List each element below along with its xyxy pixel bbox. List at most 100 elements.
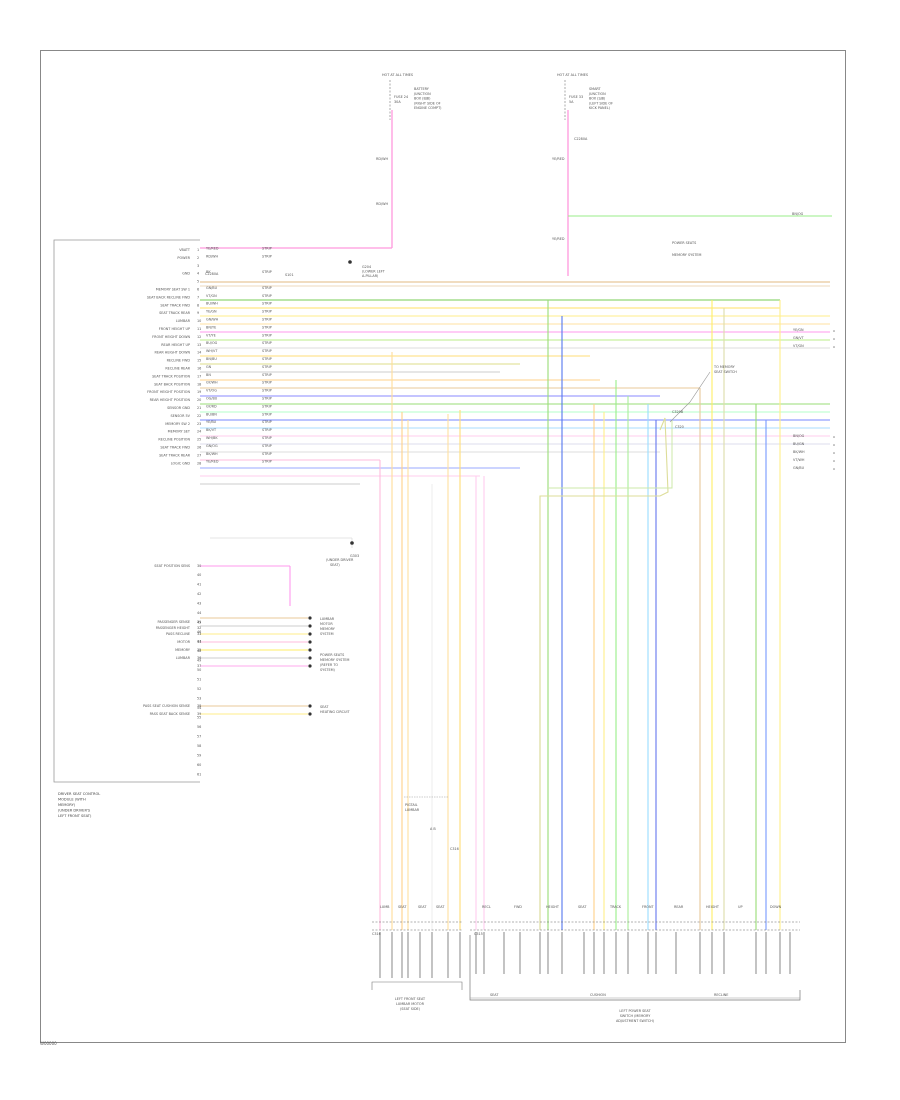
switch-right-box	[469, 935, 801, 1001]
wire-code-2: STRIP	[262, 373, 272, 377]
module-pin-number: 8	[197, 303, 199, 307]
wire-code: YE/RED	[206, 246, 219, 250]
module-pin-label: REAR HEIGHT POSITION	[150, 398, 191, 402]
switch-left-bracket	[371, 981, 463, 990]
module-pin-number: 27	[197, 453, 201, 457]
module-pin-number: 22	[197, 414, 201, 418]
terminal-label: UP	[738, 905, 743, 909]
wire-code: VT/YE	[206, 333, 216, 337]
wire-code: WH/BK	[206, 436, 218, 440]
wire-code: YE/RED	[206, 460, 219, 464]
connector-id: C2280A	[205, 272, 219, 276]
wire-code-right: BK/WH	[793, 450, 805, 454]
splice-id: S101	[285, 273, 294, 277]
wire-code-2: STRIP	[262, 404, 272, 408]
module-pin-label: MEMORY SET	[168, 430, 191, 434]
lower-note: MOTOR	[320, 622, 333, 626]
module-pin-label: MEMORY SW 2	[165, 422, 190, 426]
wire-code-vertical: YE/RED	[552, 157, 565, 161]
wire-code-2: STRIP	[262, 357, 272, 361]
wire-code-2: STRIP	[262, 333, 272, 337]
lower-note: SYSTEM)	[320, 668, 336, 672]
module-lower-pin: 48	[197, 649, 201, 653]
crossover-wire	[539, 417, 669, 930]
module-lower-label: MEMORY	[175, 648, 191, 652]
module-lower-pin: 60	[197, 763, 201, 767]
module-pin-number: 7	[197, 295, 199, 299]
wire-code: BN	[206, 373, 211, 377]
wire-code-2: STRIP	[262, 452, 272, 456]
connector-id: C320	[675, 425, 684, 429]
switch-group: RECLINE	[714, 993, 728, 997]
terminal-label: SEAT	[398, 905, 407, 909]
fuse-rating: 30A	[394, 100, 401, 104]
terminal-label: DOWN	[770, 905, 782, 909]
fuse-name: FUSE 24	[394, 95, 408, 99]
diagram-code: W00000	[40, 1041, 57, 1046]
fuse-location: (LEFT SIDE OF	[589, 101, 613, 105]
module-pin-number: 19	[197, 390, 201, 394]
module-pin-number: 12	[197, 335, 201, 339]
wire-code: YE/BU	[206, 420, 217, 424]
module-lower-label: MOTOR	[177, 640, 190, 644]
module-pin-label: RECLINE REAR	[165, 367, 190, 371]
terminal-label: REAR	[674, 905, 684, 909]
wire-code: BN/BU	[206, 357, 217, 361]
crossover-wire-2	[548, 420, 673, 489]
module-lower-pin: 61	[197, 773, 201, 777]
connector-left-caption: LUMBAR MOTOR	[396, 1002, 425, 1006]
module-lower-pin: 31	[197, 620, 201, 624]
memory-note: POWER SEATS	[672, 241, 696, 245]
module-lower-label: PASSENGER HEIGHT	[156, 626, 191, 630]
wire-end	[833, 444, 835, 446]
lower-note: MEMORY SYSTEM	[320, 658, 350, 662]
wire-code-right: YE/GN	[793, 328, 804, 332]
wire-code: BN/YE	[206, 325, 216, 329]
module-pin-label: SEAT TRACK POSITION	[152, 374, 190, 378]
wire-code: BK/VT	[206, 428, 217, 432]
lower-note: SYSTEM	[320, 632, 334, 636]
wire-code: OG/BU	[206, 397, 218, 401]
fuse-location: ENGINE COMPT)	[414, 106, 442, 110]
wire-code-2: STRIP	[262, 325, 272, 329]
wire-code: BU/BN	[206, 412, 217, 416]
splice-dot	[350, 541, 354, 545]
module-pin-label: SEAT TRACK FWD	[160, 303, 190, 307]
fuse-location: BOX (SJB)	[589, 97, 606, 101]
fuse-location: JUNCTION	[413, 92, 431, 96]
wire-code-right: VT/GN	[793, 344, 804, 348]
module-pin-label: RECLINE POSITION	[158, 438, 190, 442]
module-pin-number: 4	[197, 272, 199, 276]
module-pin-label: POWER	[177, 256, 190, 260]
module-lower-pin: 33	[197, 632, 201, 636]
wire-code-2: STRIP	[262, 349, 272, 353]
module-pin-number: 6	[197, 288, 199, 292]
wire-code: BU/WH	[206, 302, 218, 306]
wire-end	[833, 460, 835, 462]
wire-code: VT/GN	[206, 294, 217, 298]
wire-end	[833, 452, 835, 454]
module-lower-pin: 38	[197, 704, 201, 708]
module-pin-number: 15	[197, 359, 201, 363]
wire-code-vertical: RD/WH	[376, 202, 388, 206]
module-lower-pin: 56	[197, 725, 201, 729]
terminal-dot	[308, 640, 312, 644]
wire-code-vertical: YE/RED	[552, 237, 565, 241]
wire-code-2: STRIP	[262, 246, 272, 250]
wire-code-right: BU/GN	[793, 442, 805, 446]
module-lower-pin: 43	[197, 602, 201, 606]
module-lower-pin: 51	[197, 678, 201, 682]
connector-id: C315	[474, 932, 483, 936]
fuse-location: BOX (BJB)	[414, 97, 431, 101]
fuse-location: JUNCTION	[588, 92, 606, 96]
fuse-location: KICK PANEL)	[589, 106, 611, 110]
module-lower-pin: 50	[197, 668, 201, 672]
fuse-name: FUSE 33	[569, 95, 583, 99]
leader-line	[669, 371, 711, 423]
wire-code-2: STRIP	[262, 302, 272, 306]
wire-code: BK	[206, 270, 211, 274]
module-title-line: (UNDER DRIVER'S	[58, 809, 91, 813]
module-title-line: MODULE (WITH	[58, 798, 86, 802]
module-lower-pin: 30	[197, 564, 201, 568]
pigtail-label: LUMBAR	[405, 808, 420, 812]
